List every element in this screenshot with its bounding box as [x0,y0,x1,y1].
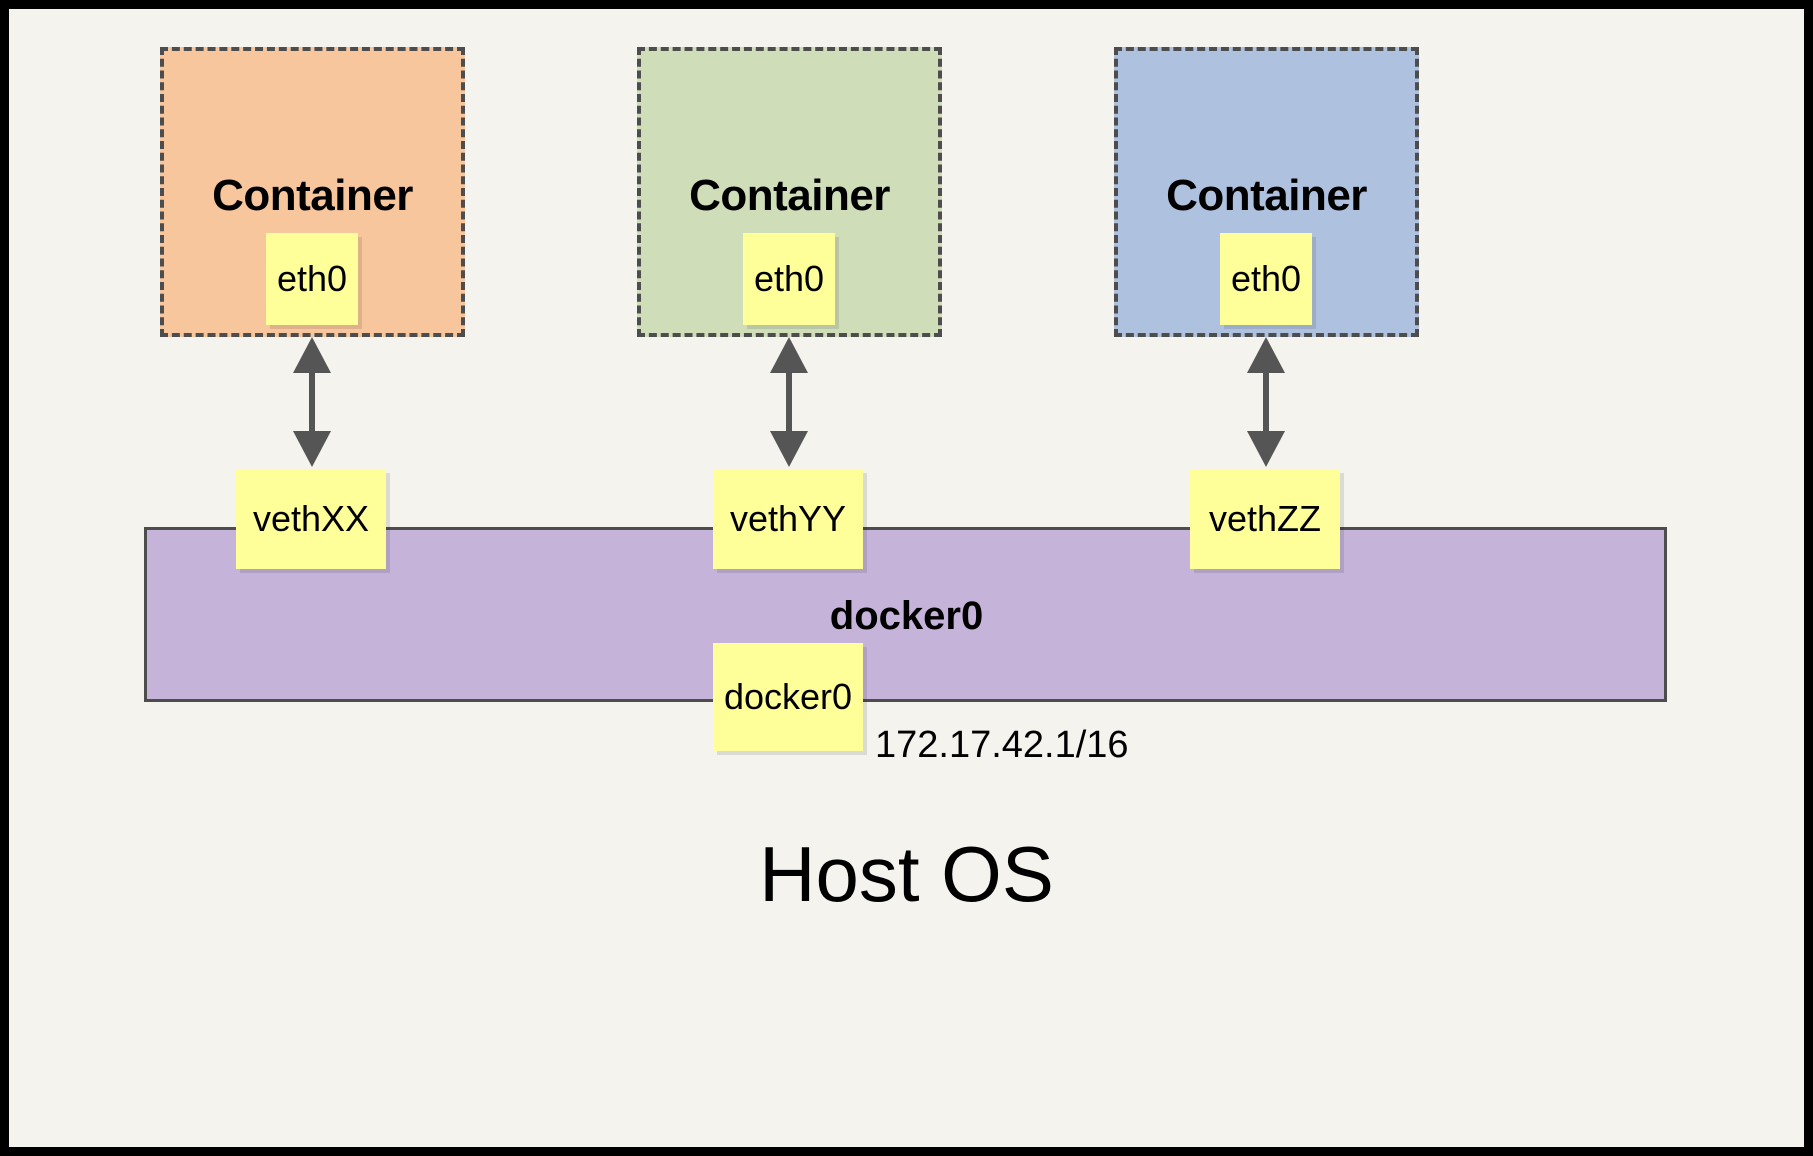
veth-label-xx: vethXX [252,498,370,539]
container-eth0-3[interactable]: eth0 [1220,233,1312,325]
container-eth0-label-2: eth0 [753,258,825,299]
arrow-up-down-icon-3 [1247,337,1285,467]
veth-interface-zz[interactable]: vethZZ [1190,469,1340,569]
docker0-ip-address: 172.17.42.1/16 [875,724,1129,766]
docker0-interface-label: docker0 [723,676,853,717]
arrow-up-down-icon-2 [770,337,808,467]
host-os-title: Host OS [759,830,1054,918]
container-title-2: Container [689,171,890,220]
container-eth0-label-1: eth0 [276,258,348,299]
container-title-3: Container [1166,171,1367,220]
docker0-bridge-bar[interactable] [144,527,1667,702]
docker0-interface-box[interactable]: docker0 [713,643,863,751]
veth-label-zz: vethZZ [1208,498,1322,539]
veth-interface-yy[interactable]: vethYY [713,469,863,569]
docker0-bridge-label: docker0 [829,594,984,638]
container-eth0-label-3: eth0 [1230,258,1302,299]
container-eth0-2[interactable]: eth0 [743,233,835,325]
container-eth0-1[interactable]: eth0 [266,233,358,325]
container-title-1: Container [212,171,413,220]
veth-interface-xx[interactable]: vethXX [236,469,386,569]
veth-label-yy: vethYY [729,498,847,539]
host-os-canvas: Container eth0 Container eth0 Container … [9,9,1804,1147]
arrow-up-down-icon-1 [293,337,331,467]
